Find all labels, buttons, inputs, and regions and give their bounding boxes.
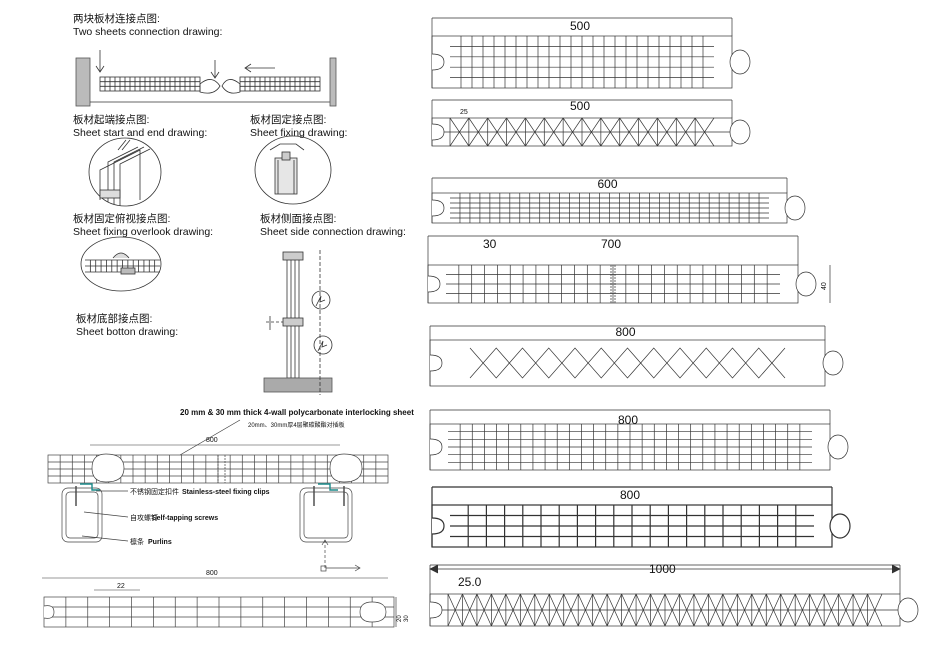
- profile-7: 800: [431, 486, 851, 548]
- profile-zigzag: [469, 347, 786, 379]
- clips-label-en: Stainless-steel fixing clips: [182, 489, 270, 496]
- profile-cell-label: 25.0: [458, 575, 482, 589]
- profile-female-end: [429, 601, 443, 619]
- bottom-profile-cell: 22: [117, 583, 125, 590]
- fixing-label-cn: 板材固定接点图:: [250, 113, 326, 126]
- assembly-drawing: 20 mm & 30 mm thick 4-wall polycarbonate…: [47, 408, 414, 572]
- assembly-title-cn: 20mm、30mm厚4层聚碳酸酯对插板: [248, 421, 345, 429]
- two-sheets-label-en: Two sheets connection drawing:: [73, 26, 222, 38]
- side-label-cn: 板材侧面接点图:: [260, 212, 336, 225]
- bottom-profile-height-2: 30: [404, 615, 410, 622]
- screws-label-en: Self-tapping screws: [152, 515, 218, 522]
- bottom-profile-height: 20: [397, 615, 403, 622]
- profile-width-label: 800: [620, 488, 640, 502]
- profile-width-label: 700: [601, 237, 621, 251]
- profile-female-end: [431, 53, 445, 71]
- assembly-dim-top: 800: [206, 437, 218, 444]
- profile-male-end: [729, 119, 751, 145]
- two-sheets-label-cn: 两块板材连接点图:: [73, 12, 160, 25]
- profile-female-end: [429, 354, 443, 372]
- profile-2: 500 25: [431, 99, 751, 147]
- assembly-title-en: 20 mm & 30 mm thick 4-wall polycarbonate…: [180, 408, 414, 417]
- profile-dim-arrow: [891, 564, 901, 574]
- clips-label-cn: 不锈钢固定扣件: [130, 487, 179, 496]
- profile-male-end: [897, 597, 919, 623]
- profile-3: 600: [431, 177, 806, 224]
- profile-width-label: 800: [616, 325, 636, 339]
- profile-width-label: 500: [570, 19, 590, 33]
- profile-male-end: [822, 350, 844, 376]
- profile-5: 800: [429, 325, 844, 387]
- profile-male-end: [729, 49, 751, 75]
- purlins-label-en: Purlins: [148, 539, 172, 546]
- profile-female-end: [431, 517, 445, 535]
- profile-male-end: [784, 195, 806, 221]
- fixing-label-en: Sheet fixing drawing:: [250, 127, 347, 139]
- side-label-en: Sheet side connection drawing:: [260, 226, 406, 238]
- profile-width-label: 600: [598, 177, 618, 191]
- profile-dim-arrow: [429, 564, 439, 574]
- sheet-fixing-drawing: [254, 135, 332, 205]
- profile-cell-label: 30: [483, 237, 497, 251]
- profile-6: 800: [429, 409, 849, 471]
- sheet-side-connection-drawing: [263, 250, 333, 395]
- detail-labels: 两块板材连接点图: Two sheets connection drawing:…: [73, 12, 406, 338]
- two-sheets-connection-drawing: [75, 50, 337, 107]
- bottom-label-en: Sheet botton drawing:: [76, 326, 178, 338]
- sheet-fixing-overlook-drawing: [80, 236, 162, 292]
- profile-height-label: 40: [821, 282, 828, 290]
- bottom-profile-width: 800: [206, 570, 218, 577]
- start-end-label-cn: 板材起端接点图:: [73, 113, 149, 126]
- profile-female-end: [429, 438, 443, 456]
- profile-male-end: [829, 513, 851, 539]
- profile-body: [429, 339, 826, 387]
- sheet-start-end-drawing: [88, 137, 162, 207]
- overlook-label-en: Sheet fixing overlook drawing:: [73, 226, 213, 238]
- profile-female-end: [427, 275, 441, 293]
- profile-1: 500: [431, 17, 751, 89]
- purlins-label-cn: 檩条: [130, 537, 144, 546]
- overlook-label-cn: 板材固定俯视接点图:: [73, 212, 170, 225]
- profile-zigzag: [469, 347, 786, 379]
- profile-female-end: [431, 199, 445, 217]
- profile-width-label: 800: [618, 413, 638, 427]
- bottom-sheet-profile: 800 22 20 30: [42, 570, 410, 628]
- profile-cell-label: 25: [460, 109, 468, 116]
- bottom-label-cn: 板材底部接点图:: [76, 312, 152, 325]
- profile-4: 700 30 40: [427, 235, 831, 304]
- profile-female-end: [431, 123, 445, 141]
- start-end-label-en: Sheet start and end drawing:: [73, 127, 207, 139]
- profile-width-label: 500: [570, 99, 590, 113]
- profile-male-end: [795, 271, 817, 297]
- profile-male-end: [827, 434, 849, 460]
- screws-label-cn: 自攻螺钉: [130, 513, 158, 522]
